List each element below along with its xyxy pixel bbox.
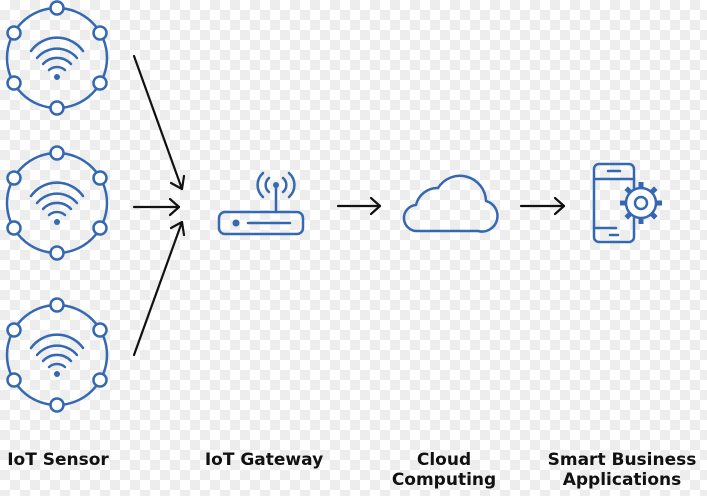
- label-iot-gateway: IoT Gateway: [204, 450, 324, 470]
- cloud-icon: [402, 174, 499, 233]
- arrow-gateway-to-cloud: [336, 196, 382, 216]
- iot-sensor-icon-2: [5, 145, 109, 261]
- label-smart-business-applications: Smart Business Applications: [547, 450, 697, 490]
- iot-sensor-icon-1: [5, 0, 109, 116]
- router-icon: [217, 171, 305, 236]
- iot-sensor-icon-3: [5, 297, 109, 413]
- arrow-sensor1-to-gateway: [132, 54, 186, 191]
- arrow-sensor2-to-gateway: [132, 197, 181, 217]
- arrow-sensor3-to-gateway: [132, 220, 186, 357]
- label-cloud-computing: Cloud Computing: [391, 450, 497, 490]
- arrow-cloud-to-apps: [519, 196, 566, 216]
- label-iot-sensor: IoT Sensor: [7, 450, 109, 470]
- phone-gear-icon: [592, 162, 662, 244]
